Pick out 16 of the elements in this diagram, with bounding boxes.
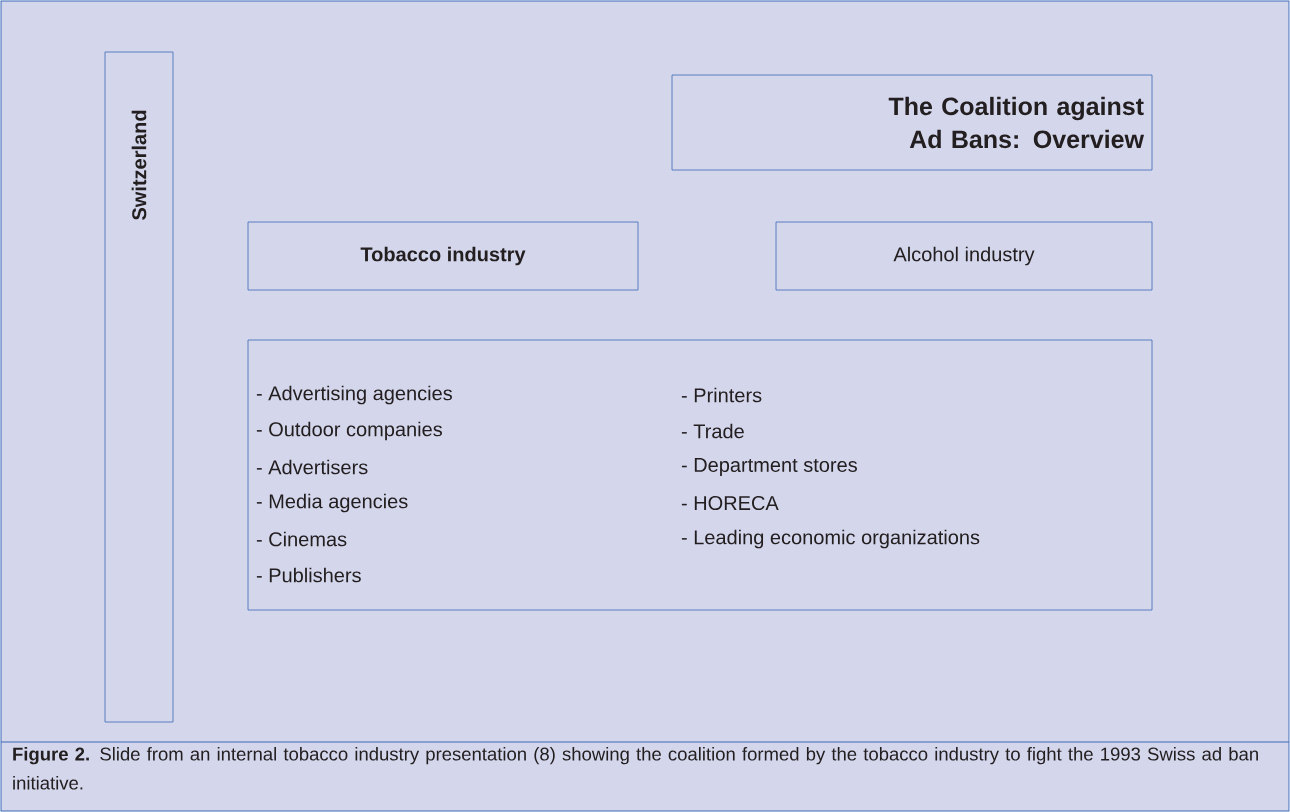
list-item: - Publishers <box>256 567 361 583</box>
category-box: Alcohol industry <box>775 221 1153 291</box>
list-item: - Advertisers <box>256 459 368 475</box>
list-item: - HORECA <box>681 495 779 511</box>
list-item: - Trade <box>681 423 744 439</box>
list-item: - Advertising agencies <box>256 385 452 405</box>
list-item: - Leading economic organizations <box>681 529 980 549</box>
list-item: - Media agencies <box>256 493 408 513</box>
list-item: - Outdoor companies <box>256 421 442 441</box>
title-box: The Coalition against Ad Bans: Overview <box>671 74 1153 171</box>
figure-caption: Figure 2. Slide from an internal tobacco industry presentation (8) showing the coalition formed by the tobacco industry to fight the 1993 Swiss ad ban initiative. <box>13 747 1258 790</box>
list-item: - Cinemas <box>256 531 347 547</box>
vertical-band: Switzerland <box>104 51 174 723</box>
list-item: - Printers <box>681 387 762 403</box>
list-item: - Department stores <box>681 458 857 476</box>
category-box: Tobacco industry <box>247 221 639 291</box>
